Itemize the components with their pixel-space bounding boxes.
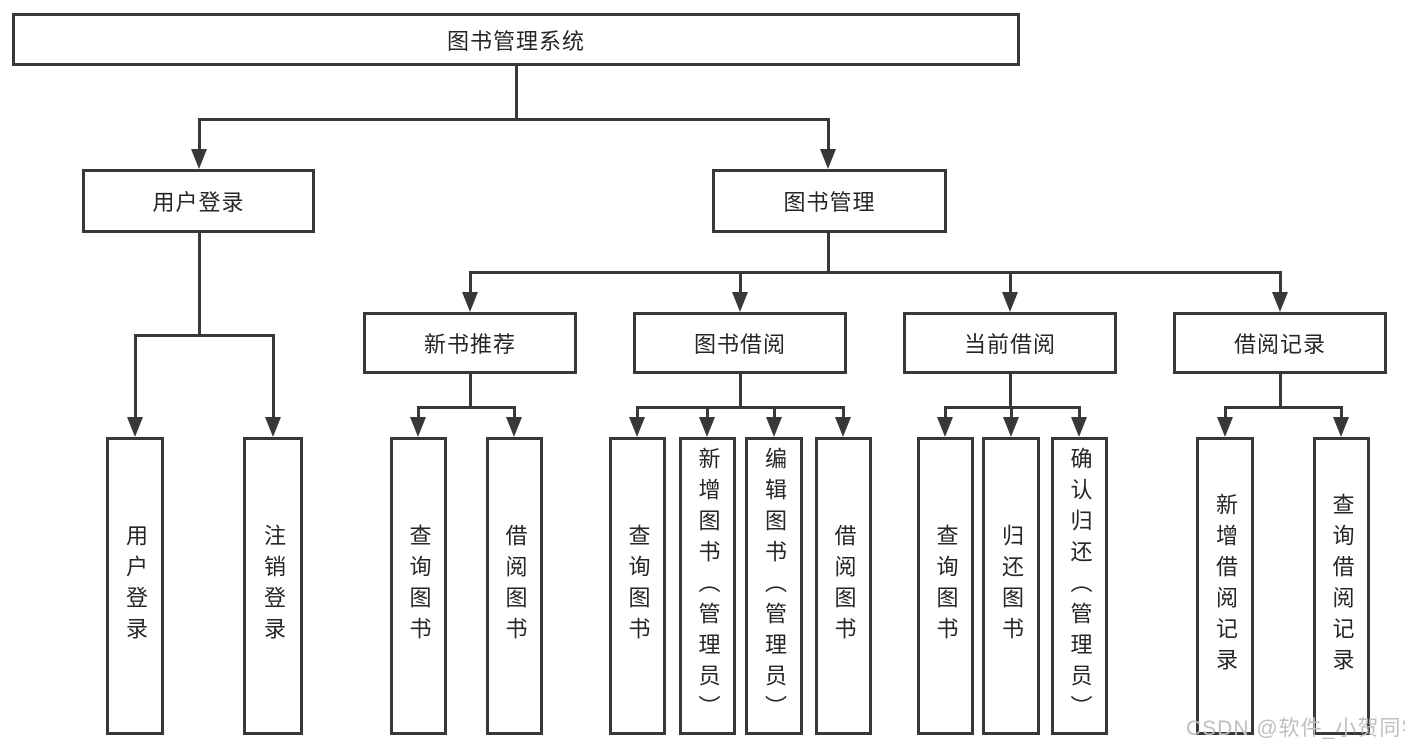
node-borrowing-records: 借阅记录: [1173, 312, 1387, 374]
node-book-borrowing: 图书借阅: [633, 312, 847, 374]
connector-shaft: [826, 117, 830, 154]
csdn-watermark: CSDN @软件_小贺同学: [1186, 717, 1405, 740]
leaf-user-login: 用户登录: [106, 437, 164, 735]
connector-l3-rail: [468, 270, 1282, 274]
arrowhead: [820, 149, 836, 169]
connector-stub: [1008, 373, 1012, 407]
connector-root-stub: [514, 66, 518, 119]
arrowhead: [835, 417, 851, 437]
node-root: 图书管理系统: [12, 13, 1020, 66]
node-user-login: 用户登录: [82, 169, 315, 233]
connector-rail: [635, 405, 845, 409]
arrowhead: [1272, 292, 1288, 312]
connector-shaft: [416, 405, 420, 421]
connector-shaft: [1009, 405, 1013, 421]
node-new-book-recommend: 新书推荐: [363, 312, 577, 374]
arrowhead: [410, 417, 426, 437]
connector-shaft: [1077, 405, 1081, 421]
leaf-borrow-books-2: 借阅图书: [815, 437, 872, 735]
connector-shaft: [197, 117, 201, 154]
arrowhead: [506, 417, 522, 437]
connector-shaft: [512, 405, 516, 421]
connector-shaft: [705, 405, 709, 421]
connector-shaft: [1008, 270, 1012, 296]
arrowhead: [766, 417, 782, 437]
node-current-borrowing: 当前借阅: [903, 312, 1117, 374]
connector-shaft: [635, 405, 639, 421]
connector-stub: [826, 232, 830, 273]
connector-shaft: [1223, 405, 1227, 421]
leaf-return-books: 归还图书: [982, 437, 1040, 735]
connector-stub: [738, 373, 742, 407]
connector-shaft: [841, 405, 845, 421]
connector-rail: [416, 405, 516, 409]
arrowhead: [732, 292, 748, 312]
connector-shaft: [133, 333, 137, 421]
connector-shaft: [271, 333, 275, 421]
connector-shaft: [943, 405, 947, 421]
connector-shaft: [772, 405, 776, 421]
arrowhead: [265, 417, 281, 437]
connector-l2-rail: [197, 117, 830, 121]
leaf-query-books-3: 查询图书: [917, 437, 974, 735]
connector-stub: [197, 232, 201, 335]
arrowhead: [1217, 417, 1233, 437]
arrowhead: [1071, 417, 1087, 437]
leaf-query-books-1: 查询图书: [390, 437, 447, 735]
connector-stub: [468, 373, 472, 407]
connector-rail: [133, 333, 275, 337]
leaf-confirm-return-admin: 确认归还（管理员）: [1051, 437, 1108, 735]
node-book-management: 图书管理: [712, 169, 947, 233]
arrowhead: [1003, 417, 1019, 437]
connector-stub: [1278, 373, 1282, 407]
arrowhead: [462, 292, 478, 312]
connector-shaft: [738, 270, 742, 296]
leaf-add-books-admin: 新增图书（管理员）: [679, 437, 736, 735]
arrowhead: [191, 149, 207, 169]
leaf-borrow-books-1: 借阅图书: [486, 437, 543, 735]
arrowhead: [937, 417, 953, 437]
leaf-logout: 注销登录: [243, 437, 303, 735]
arrowhead: [127, 417, 143, 437]
arrowhead: [1002, 292, 1018, 312]
leaf-add-borrow-record: 新增借阅记录: [1196, 437, 1254, 735]
leaf-edit-books-admin: 编辑图书（管理员）: [745, 437, 803, 735]
connector-shaft: [468, 270, 472, 296]
arrowhead: [699, 417, 715, 437]
connector-rail: [1223, 405, 1343, 409]
connector-shaft: [1339, 405, 1343, 421]
leaf-query-borrow-record: 查询借阅记录: [1313, 437, 1370, 735]
connector-shaft: [1278, 270, 1282, 296]
leaf-query-books-2: 查询图书: [609, 437, 666, 735]
arrowhead: [629, 417, 645, 437]
arrowhead: [1333, 417, 1349, 437]
